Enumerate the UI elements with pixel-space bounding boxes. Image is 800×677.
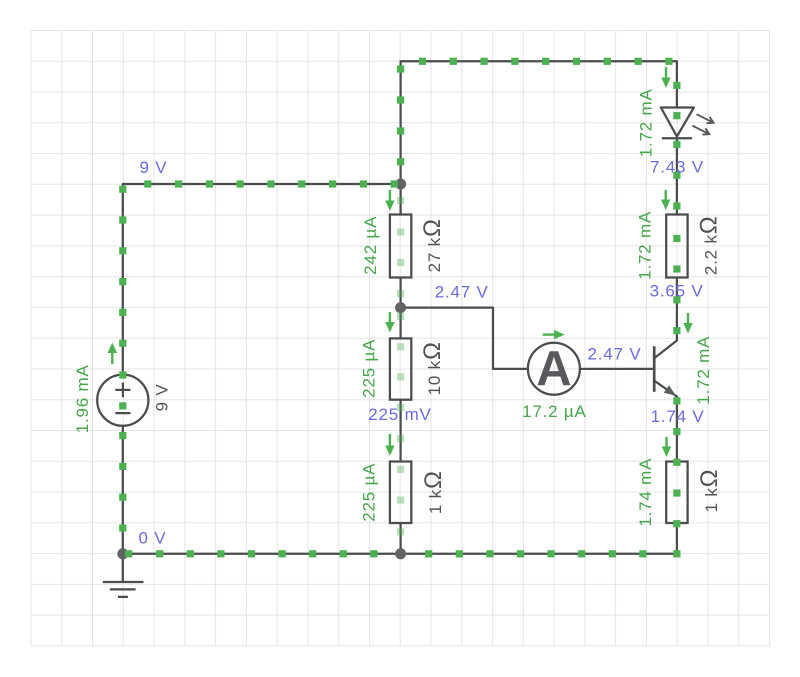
svg-text:9 V: 9 V xyxy=(153,383,172,411)
svg-text:1 kΩ: 1 kΩ xyxy=(696,469,723,513)
svg-text:1.96 mA: 1.96 mA xyxy=(73,364,92,433)
svg-text:3.65 V: 3.65 V xyxy=(650,282,704,301)
svg-text:27 kΩ: 27 kΩ xyxy=(419,218,446,272)
svg-text:1.74 mA: 1.74 mA xyxy=(636,458,655,527)
svg-text:225 µA: 225 µA xyxy=(359,339,378,398)
svg-text:1.72 mA: 1.72 mA xyxy=(637,88,656,157)
svg-text:0 V: 0 V xyxy=(139,528,167,547)
svg-text:A: A xyxy=(536,342,571,396)
svg-text:2.47 V: 2.47 V xyxy=(588,344,642,363)
svg-text:225 mV: 225 mV xyxy=(368,405,431,424)
svg-text:1.74 V: 1.74 V xyxy=(651,407,705,426)
svg-text:9 V: 9 V xyxy=(140,158,168,177)
svg-text:10 kΩ: 10 kΩ xyxy=(419,341,446,395)
svg-text:242 µA: 242 µA xyxy=(361,216,380,275)
svg-text:1.72 mA: 1.72 mA xyxy=(694,336,713,405)
svg-text:2.2 kΩ: 2.2 kΩ xyxy=(696,215,723,275)
svg-text:1.72 mA: 1.72 mA xyxy=(636,211,655,280)
svg-text:225 µA: 225 µA xyxy=(359,463,378,522)
svg-text:7.43 V: 7.43 V xyxy=(650,157,704,176)
svg-text:2.47 V: 2.47 V xyxy=(435,282,489,301)
svg-text:17.2 µA: 17.2 µA xyxy=(522,402,587,421)
